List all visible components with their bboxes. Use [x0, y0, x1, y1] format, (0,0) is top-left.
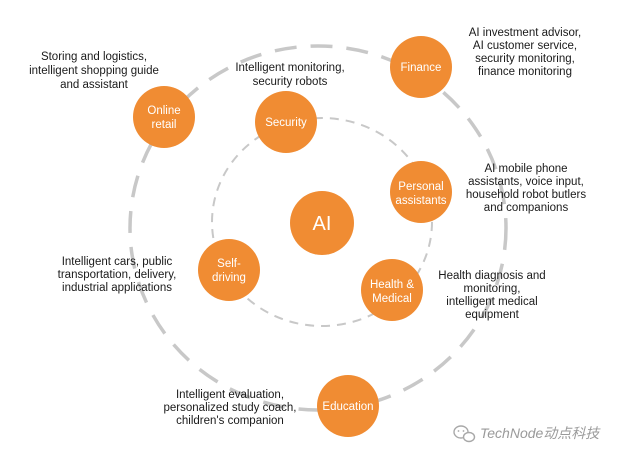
desc-line: Intelligent cars, public: [62, 256, 173, 268]
desc-finance: AI investment advisor, AI customer servi…: [469, 27, 582, 78]
node-label: assistants: [395, 195, 446, 207]
desc-line: transportation, delivery,: [58, 269, 177, 281]
watermark: TechNode动点科技: [453, 425, 601, 443]
node-security: Security: [255, 91, 317, 153]
center-label: AI: [313, 213, 332, 235]
desc-line: Health diagnosis and: [438, 270, 545, 282]
desc-line: children's companion: [176, 415, 284, 427]
desc-line: Storing and logistics,: [41, 51, 147, 63]
node-education: Education: [317, 375, 379, 437]
desc-line: Intelligent evaluation,: [176, 389, 284, 401]
desc-line: security robots: [253, 76, 328, 88]
node-label: Health &: [370, 279, 414, 291]
node-label: Self-: [217, 258, 241, 270]
desc-line: intelligent medical: [446, 296, 537, 308]
desc-line: household robot butlers: [466, 189, 586, 201]
desc-security: Intelligent monitoring, security robots: [235, 62, 344, 88]
node-label: Finance: [401, 62, 442, 74]
desc-online-retail: Storing and logistics, intelligent shopp…: [29, 51, 159, 91]
node-personal-assistants: Personal assistants: [390, 161, 452, 223]
desc-line: AI investment advisor,: [469, 27, 582, 39]
center-node: AI: [290, 191, 354, 255]
desc-line: intelligent shopping guide: [29, 65, 159, 77]
desc-line: AI customer service,: [473, 40, 577, 52]
desc-line: equipment: [465, 309, 520, 321]
node-label: Personal: [398, 181, 443, 193]
node-label: Medical: [372, 293, 412, 305]
desc-line: and companions: [484, 202, 569, 214]
desc-personal-assistants: AI mobile phone assistants, voice input,…: [466, 163, 586, 214]
desc-line: assistants, voice input,: [468, 176, 584, 188]
node-health-medical: Health & Medical: [361, 259, 423, 321]
inner-dashed-ring: [211, 117, 433, 327]
desc-education: Intelligent evaluation, personalized stu…: [164, 389, 297, 427]
desc-health-medical: Health diagnosis and monitoring, intelli…: [438, 270, 545, 321]
desc-line: Intelligent monitoring,: [235, 62, 344, 74]
desc-line: security monitoring,: [475, 53, 575, 65]
node-label: driving: [212, 272, 246, 284]
node-self-driving: Self- driving: [198, 239, 260, 301]
desc-self-driving: Intelligent cars, public transportation,…: [58, 256, 177, 294]
desc-line: monitoring,: [464, 283, 521, 295]
node-label: retail: [152, 119, 177, 131]
node-label: Education: [322, 401, 373, 413]
desc-line: AI mobile phone: [484, 163, 567, 175]
wechat-icon: [453, 425, 476, 443]
desc-line: industrial applications: [62, 282, 172, 294]
desc-line: finance monitoring: [478, 66, 572, 78]
node-label: Security: [265, 117, 307, 129]
node-label: Online: [147, 105, 180, 117]
desc-line: personalized study coach,: [164, 402, 297, 414]
node-finance: Finance: [390, 36, 452, 98]
desc-line: and assistant: [60, 79, 129, 91]
node-online-retail: Online retail: [133, 86, 195, 148]
watermark-text: TechNode动点科技: [480, 425, 601, 441]
